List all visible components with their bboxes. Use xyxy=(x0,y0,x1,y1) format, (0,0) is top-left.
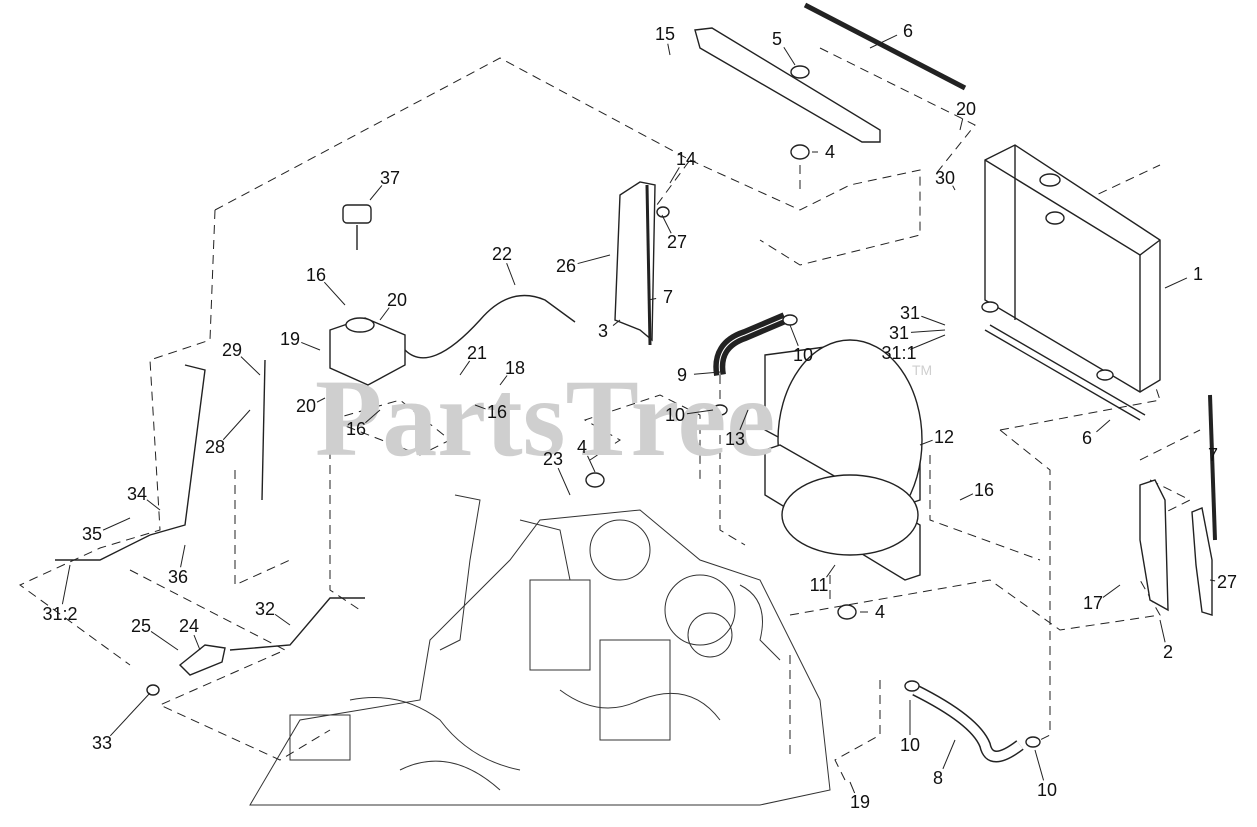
callout-number: 5 xyxy=(772,29,782,49)
callout-number: 8 xyxy=(933,768,943,788)
callout-number: 17 xyxy=(1083,593,1103,613)
callout-number: 16 xyxy=(974,480,994,500)
callout-number: 10 xyxy=(1037,780,1057,800)
callout-number: 22 xyxy=(492,244,512,264)
watermark-trademark: TM xyxy=(912,362,932,378)
callout-leader xyxy=(784,47,795,65)
callout-number: 4 xyxy=(577,437,587,457)
callout-number: 32 xyxy=(255,599,275,619)
callout-leader xyxy=(110,693,150,736)
callout-leader xyxy=(241,357,260,375)
callout-number: 2 xyxy=(1163,642,1173,662)
callout-number: 9 xyxy=(677,365,687,385)
callout-leader xyxy=(662,215,671,233)
callout-number: 21 xyxy=(467,343,487,363)
callout-number: 19 xyxy=(850,792,870,812)
callout-leader xyxy=(960,494,973,500)
callout-number: 4 xyxy=(825,142,835,162)
callout-leader xyxy=(911,330,945,332)
callout-leader xyxy=(62,565,70,604)
callout-number: 10 xyxy=(793,345,813,365)
callout-number: 11 xyxy=(810,575,829,595)
callout-number: 16 xyxy=(346,419,366,439)
callout-number: 15 xyxy=(655,24,675,44)
callout-leader xyxy=(151,631,178,650)
callout-number: 35 xyxy=(82,524,102,544)
fan-shroud xyxy=(765,340,922,580)
callout-number: 29 xyxy=(222,340,242,360)
callout-number: 12 xyxy=(934,427,954,447)
callout-leader xyxy=(181,545,185,567)
callout-number: 31 xyxy=(900,303,920,323)
callout-number: 7 xyxy=(663,287,673,307)
callout-number: 7 xyxy=(1208,445,1218,465)
callout-leader xyxy=(578,255,610,264)
callout-leader xyxy=(790,325,798,346)
right-side-bracket xyxy=(1140,395,1215,615)
callout-number: 27 xyxy=(667,232,687,252)
callout-number: 16 xyxy=(306,265,326,285)
top-bracket xyxy=(695,28,880,142)
callout-leader xyxy=(301,342,320,350)
callout-number: 33 xyxy=(92,733,112,753)
callout-number: 24 xyxy=(179,616,199,636)
callout-number: 10 xyxy=(900,735,920,755)
callout-leader xyxy=(960,119,963,130)
callout-number: 34 xyxy=(127,484,147,504)
callout-number: 30 xyxy=(935,168,955,188)
radiator xyxy=(982,145,1160,420)
callout-leader xyxy=(324,282,345,305)
engine-assembly xyxy=(250,495,830,805)
callout-number: 10 xyxy=(665,405,685,425)
callout-leader xyxy=(275,614,290,625)
tank-cap xyxy=(343,205,371,250)
callout-number: 23 xyxy=(543,449,563,469)
callout-number: 36 xyxy=(168,567,188,587)
callout-leader xyxy=(668,44,670,55)
callout-number: 16 xyxy=(487,402,507,422)
lower-hose xyxy=(915,690,1020,757)
callout-number: 3 xyxy=(598,321,608,341)
callout-number: 14 xyxy=(676,149,696,169)
callout-number: 1 xyxy=(1193,264,1203,284)
callout-leader xyxy=(1103,585,1120,597)
callout-number: 19 xyxy=(280,329,300,349)
callout-number: 13 xyxy=(725,429,745,449)
callout-leader xyxy=(1165,278,1187,288)
left-side-bracket xyxy=(615,182,655,345)
callout-number: 20 xyxy=(296,396,316,416)
callout-number: 31:2 xyxy=(42,604,77,624)
callout-leader xyxy=(943,740,955,769)
callout-number: 25 xyxy=(131,616,151,636)
callout-number: 31:1 xyxy=(881,343,916,363)
callout-number: 28 xyxy=(205,437,225,457)
callout-number: 20 xyxy=(387,290,407,310)
callout-leader xyxy=(670,167,679,183)
top-rod xyxy=(805,5,965,88)
callout-number: 37 xyxy=(380,168,400,188)
callout-number: 27 xyxy=(1217,572,1237,592)
callout-number: 6 xyxy=(1082,428,1092,448)
callout-leader xyxy=(223,410,250,440)
callout-leader xyxy=(921,316,945,325)
callout-leader xyxy=(1035,750,1044,780)
callout-number: 20 xyxy=(956,99,976,119)
callout-number: 4 xyxy=(875,602,885,622)
callout-leader xyxy=(507,263,515,285)
callout-leader xyxy=(194,635,200,650)
callout-leader xyxy=(1160,620,1165,642)
callout-number: 6 xyxy=(903,21,913,41)
callout-leader xyxy=(103,518,130,530)
callout-number: 26 xyxy=(556,256,576,276)
callout-leader xyxy=(1096,420,1110,432)
callout-number: 18 xyxy=(505,358,525,378)
callout-number: 31 xyxy=(889,323,909,343)
